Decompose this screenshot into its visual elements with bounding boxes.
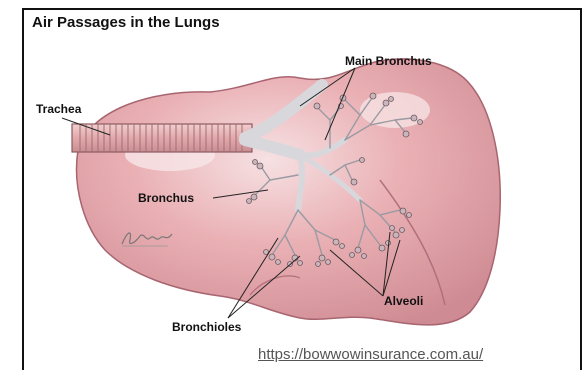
- artist-signature: [118, 226, 178, 250]
- label-trachea: Trachea: [36, 102, 81, 116]
- label-bronchioles: Bronchioles: [172, 320, 241, 334]
- trachea-tube: [72, 124, 252, 152]
- source-link[interactable]: https://bowwowinsurance.com.au/: [258, 346, 483, 363]
- label-bronchus: Bronchus: [138, 191, 194, 205]
- label-main-bronchus: Main Bronchus: [345, 54, 432, 68]
- label-alveoli: Alveoli: [384, 294, 423, 308]
